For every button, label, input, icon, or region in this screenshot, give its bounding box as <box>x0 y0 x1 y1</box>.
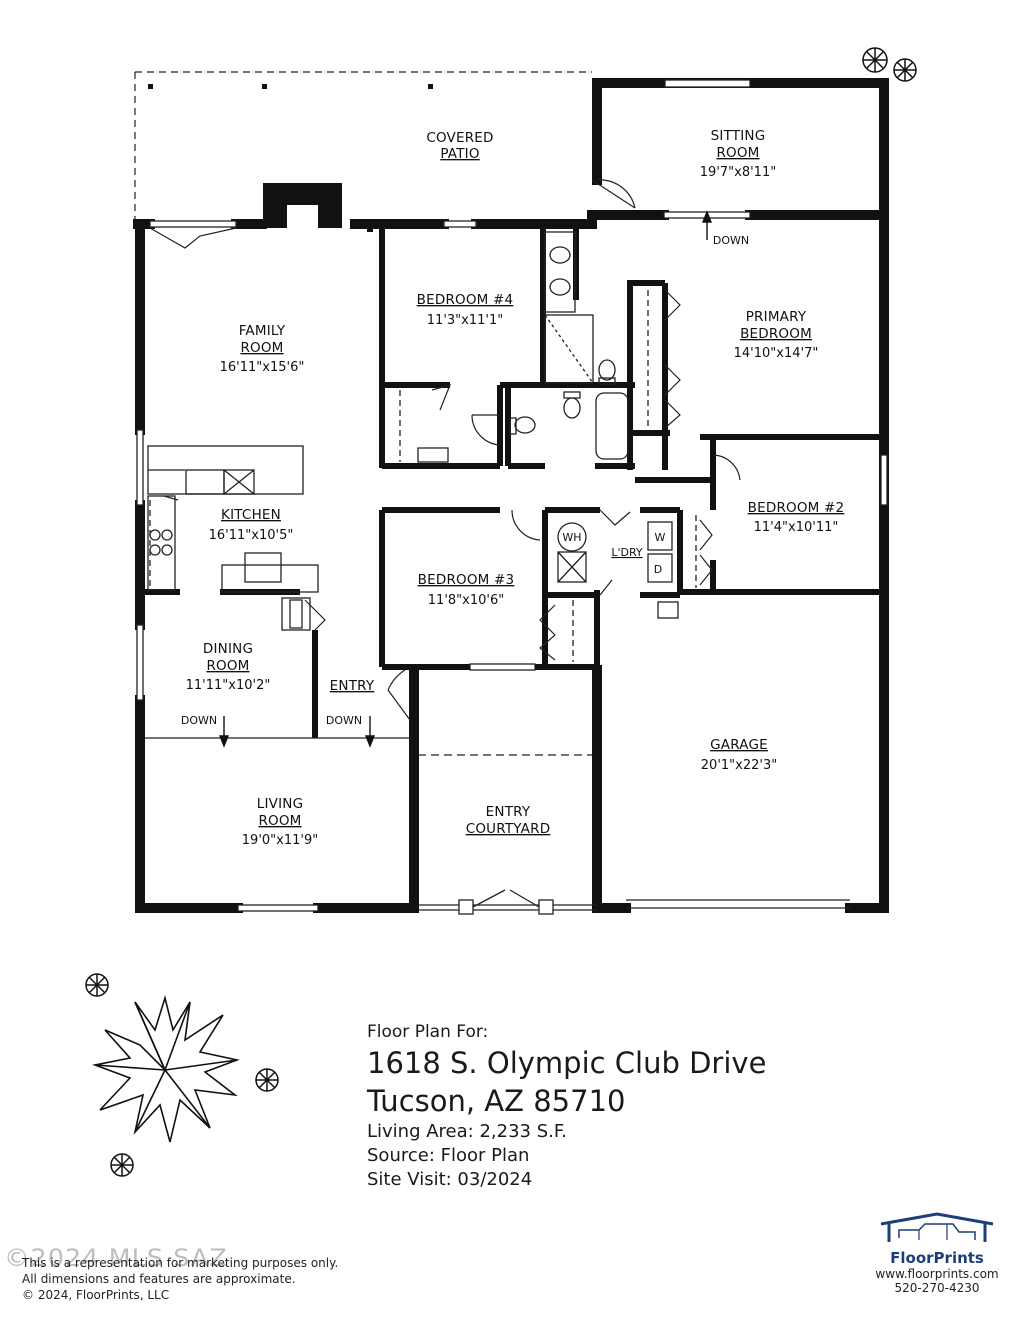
entry-courtyard-label-2: COURTYARD <box>466 821 551 837</box>
living-room-label: LIVING <box>257 796 303 812</box>
dining-room-label: DINING <box>203 641 253 657</box>
primary-bedroom-label-2: BEDROOM <box>740 326 812 342</box>
mls-watermark: ©2024 MLS SAZ <box>4 1244 228 1272</box>
sitting-room-label-2: ROOM <box>716 145 759 161</box>
brand-name: FloorPrints <box>890 1249 984 1267</box>
family-room-label: FAMILY <box>239 323 286 339</box>
down-label-entry: DOWN <box>326 714 362 727</box>
washer-label: W <box>655 531 666 544</box>
fireplace <box>263 183 342 228</box>
family-room-label-2: ROOM <box>240 340 283 356</box>
laundry-label: L'DRY <box>611 546 643 559</box>
exterior-walls <box>133 78 889 913</box>
entry-label: ENTRY <box>330 678 375 694</box>
tree-icon <box>92 995 240 1143</box>
down-label-primary: DOWN <box>713 234 749 247</box>
disclaimer: This is a representation for marketing p… <box>22 1255 338 1303</box>
entry-courtyard-label: ENTRY <box>486 804 531 820</box>
sitting-room-dim: 19'7"x8'11" <box>700 165 776 180</box>
garage-dim: 20'1"x22'3" <box>701 758 777 773</box>
bedroom4-label: BEDROOM #4 <box>417 292 514 308</box>
brand-phone: 520-270-4230 <box>894 1281 980 1295</box>
shrub-icons <box>85 47 917 1177</box>
dining-room-dim: 11'11"x10'2" <box>186 678 271 693</box>
bedroom2-dim: 11'4"x10'11" <box>754 520 839 535</box>
kitchen-label: KITCHEN <box>221 507 281 523</box>
site-visit: Site Visit: 03/2024 <box>367 1169 533 1190</box>
family-room-dim: 16'11"x15'6" <box>220 360 305 375</box>
water-heater-label: WH <box>562 531 581 544</box>
disclaimer-line-2: All dimensions and features are approxim… <box>22 1272 296 1286</box>
patio-posts <box>148 84 433 89</box>
covered-patio-outline <box>134 71 592 220</box>
bedroom3-dim: 11'8"x10'6" <box>428 593 504 608</box>
primary-bedroom-label: PRIMARY <box>746 309 807 325</box>
floor-plan-info: Floor Plan For: 1618 S. Olympic Club Dri… <box>367 1022 766 1192</box>
dryer-label: D <box>654 563 662 576</box>
covered-patio-label: COVERED <box>426 130 493 146</box>
bedroom2-label: BEDROOM #2 <box>748 500 845 516</box>
floorprints-brand: FloorPrints www.floorprints.com 520-270-… <box>862 1210 1012 1295</box>
floor-plan-intro: Floor Plan For: <box>367 1022 489 1042</box>
room-labels: COVERED PATIO SITTING ROOM 19'7"x8'11" B… <box>181 128 844 848</box>
door-swings <box>149 179 741 721</box>
disclaimer-line-3: © 2024, FloorPrints, LLC <box>22 1288 170 1302</box>
living-room-dim: 19'0"x11'9" <box>242 833 318 848</box>
bedroom3-label: BEDROOM #3 <box>418 572 515 588</box>
plan-source: Source: Floor Plan <box>367 1145 530 1166</box>
disclaimer-line-1: This is a representation for marketing p… <box>22 1256 339 1270</box>
living-area: Living Area: 2,233 S.F. <box>367 1121 568 1142</box>
living-room-label-2: ROOM <box>258 813 301 829</box>
dining-room-label-2: ROOM <box>206 658 249 674</box>
primary-bedroom-dim: 14'10"x14'7" <box>734 346 819 361</box>
thin-lines <box>136 79 888 915</box>
interior-walls <box>140 224 884 738</box>
down-label-dining: DOWN <box>181 714 217 727</box>
garage-label: GARAGE <box>710 737 768 753</box>
covered-patio-label-2: PATIO <box>440 146 479 162</box>
address-line-2: Tucson, AZ 85710 <box>367 1084 626 1118</box>
kitchen-dim: 16'11"x10'5" <box>209 528 294 543</box>
address-line-1: 1618 S. Olympic Club Drive <box>367 1046 767 1080</box>
stair-arrows <box>218 210 713 748</box>
brand-website: www.floorprints.com <box>875 1267 999 1281</box>
bedroom4-dim: 11'3"x11'1" <box>427 313 503 328</box>
sitting-room-label: SITTING <box>711 128 766 144</box>
floorprints-logo-icon <box>880 1212 994 1242</box>
